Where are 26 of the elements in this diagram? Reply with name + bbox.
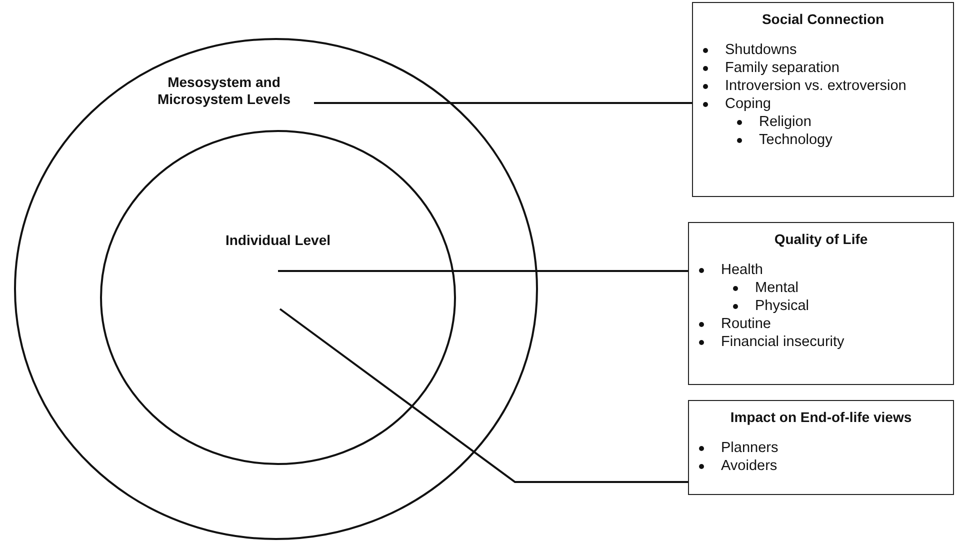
bullet-item: Planners	[721, 439, 778, 457]
text-box	[692, 2, 954, 197]
bullet-item: Health	[721, 261, 763, 279]
bullet-item: Mental	[755, 279, 799, 297]
circle-label: Mesosystem and Microsystem Levels	[156, 74, 292, 108]
bullet-item: Technology	[759, 131, 832, 149]
text-box	[688, 400, 954, 495]
bullet-item: Family separation	[725, 59, 840, 77]
circle-label: Individual Level	[224, 232, 332, 249]
leader-line	[278, 270, 688, 272]
circle	[14, 38, 538, 540]
bullet-item: Coping	[725, 95, 771, 113]
bullet-item: Routine	[721, 315, 771, 333]
circle	[100, 130, 456, 465]
leader-line	[314, 102, 692, 104]
box-heading: Impact on End-of-life views	[729, 409, 913, 425]
bullet-item: Financial insecurity	[721, 333, 844, 351]
bullet-item: Shutdowns	[725, 41, 797, 59]
bullet-item: Introversion vs. extroversion	[725, 77, 906, 95]
box-heading: Social Connection	[760, 11, 886, 27]
leader-line	[279, 308, 688, 483]
text-box	[688, 222, 954, 385]
bullet-item: Avoiders	[721, 457, 778, 475]
bullet-item: Physical	[755, 297, 809, 315]
box-heading: Quality of Life	[773, 231, 869, 247]
bullet-item: Religion	[759, 113, 812, 131]
